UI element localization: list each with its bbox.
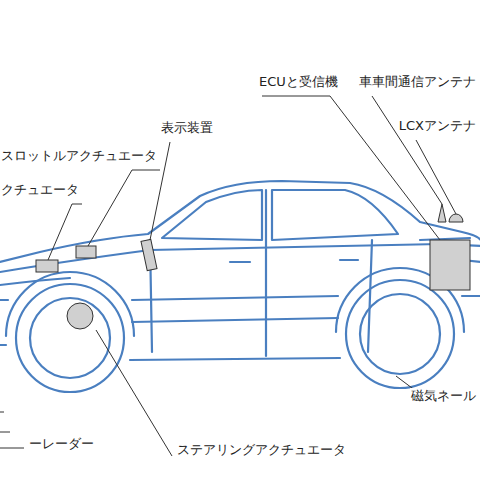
part-label: 磁気ネール	[410, 388, 477, 404]
part-label: ステアリングアクチュエータ	[176, 442, 347, 458]
part-label: スロットルアクチュエータ	[0, 148, 158, 164]
part-label: クチュエータ	[0, 182, 80, 198]
part-label: ECUと受信機	[258, 74, 339, 90]
part-label: 表示装置	[160, 120, 214, 136]
part-label: 車車間通信アンテナ	[358, 74, 477, 90]
part-label: ーレーダー	[28, 436, 95, 452]
part-label: LCXアンテナ	[398, 118, 477, 134]
